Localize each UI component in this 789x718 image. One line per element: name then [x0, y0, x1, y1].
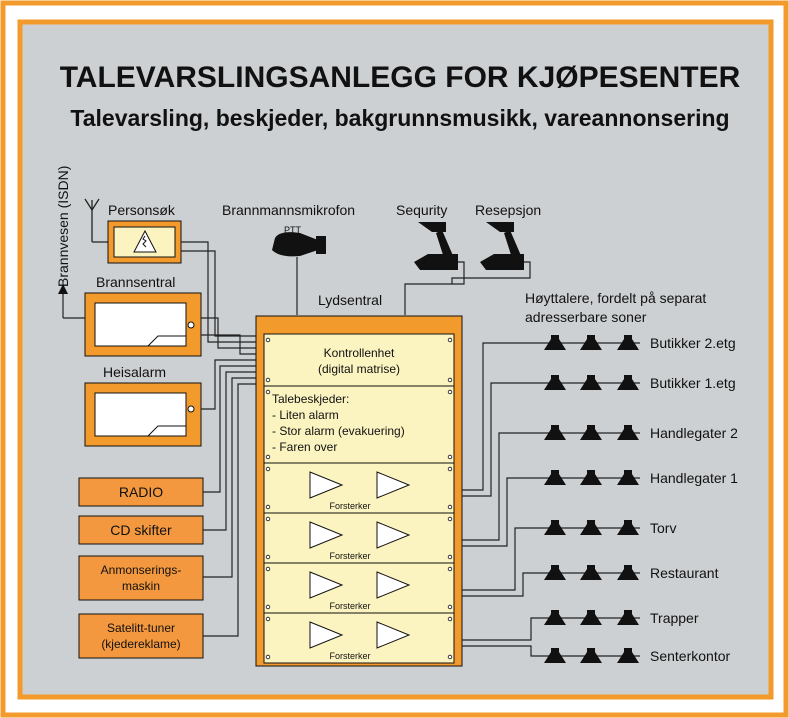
zone-label: Butikker 1.etg	[650, 375, 736, 391]
brannsentral-label: Brannsentral	[96, 274, 175, 290]
speaker-icon	[580, 565, 602, 580]
radio-box	[78, 477, 204, 507]
speaker-icon	[617, 470, 639, 485]
tale-item-1: - Liten alarm	[272, 408, 339, 422]
satelitt-box	[78, 613, 204, 659]
cd-label: CD skifter	[110, 522, 172, 538]
amplifier-module-3: Forsterker	[263, 562, 455, 614]
speaker-icon	[580, 335, 602, 350]
zone-label: Butikker 2.etg	[650, 335, 736, 351]
speakers-heading-1: Høyttalere, fordelt på separat	[525, 290, 706, 306]
resepsjon-label: Resepsjon	[475, 202, 541, 218]
desk-mic-wiring	[404, 261, 531, 315]
heisalarm-slot	[147, 425, 186, 437]
speaker-icon	[617, 375, 639, 390]
amplifier-module-2: Forsterker	[263, 512, 455, 564]
speaker-icon	[544, 648, 566, 663]
heisalarm-panel	[94, 392, 187, 437]
isdn-arrow-head	[58, 284, 68, 294]
speaker-icons	[544, 335, 639, 663]
zone-label: Handlegater 1	[650, 470, 738, 486]
mikrofon-label: Brannmannsmikrofon	[222, 202, 355, 218]
speaker-icon	[544, 335, 566, 350]
speaker-icon	[544, 425, 566, 440]
page-title: TALEVARSLINGSANLEGG FOR KJØPESENTER	[60, 61, 741, 94]
sequrity-label: Sequrity	[396, 202, 447, 218]
amplifier-triangle-icon	[376, 571, 411, 599]
speaker-icon	[580, 648, 602, 663]
speaker-icon	[580, 470, 602, 485]
speaker-icon	[617, 610, 639, 625]
speaker-icon	[544, 375, 566, 390]
speaker-icon	[580, 375, 602, 390]
amplifier-triangle-icon	[376, 621, 411, 649]
talebeskjeder-module	[263, 385, 455, 464]
amplifier-triangle-icon	[309, 571, 344, 599]
brannsentral-panel	[94, 302, 187, 347]
amplifier-triangle-icon	[309, 621, 344, 649]
satelitt-label-1: Satelitt-tuner	[107, 621, 175, 635]
amplifier-triangle-icon	[376, 471, 411, 499]
radio-label: RADIO	[119, 484, 163, 500]
lydsentral-label: Lydsentral	[318, 292, 382, 308]
speaker-icon	[617, 520, 639, 535]
heisalarm-label: Heisalarm	[103, 364, 166, 380]
heisalarm-led	[187, 405, 195, 413]
talebeskjeder-heading: Talebeskjeder:	[272, 392, 349, 406]
speaker-icon	[617, 425, 639, 440]
speaker-icon	[580, 425, 602, 440]
speaker-icon	[544, 565, 566, 580]
zone-label: Senterkontor	[650, 648, 730, 664]
speaker-icon	[617, 335, 639, 350]
antenna-icon	[84, 198, 110, 243]
kontrollenhet-label-2: (digital matrise)	[318, 362, 400, 376]
satelitt-label-2: (kjedereklame)	[101, 637, 180, 651]
zone-label: Restaurant	[650, 565, 719, 581]
amplifier-triangle-icon	[309, 471, 344, 499]
speakers-heading-2: adresserbare soner	[525, 309, 647, 325]
amplifier-triangle-icon	[309, 521, 344, 549]
annonsering-label-2: maskin	[122, 579, 160, 593]
zone-label: Handlegater 2	[650, 425, 738, 441]
microphone-icon	[272, 232, 326, 257]
speaker-icon	[580, 610, 602, 625]
brannsentral-led	[187, 321, 195, 329]
speaker-icon	[544, 610, 566, 625]
tale-item-3: - Faren over	[272, 440, 337, 454]
zone-label: Torv	[650, 520, 676, 536]
brannsentral-slot	[147, 335, 186, 347]
desk-microphone-resepsjon-icon	[480, 222, 524, 270]
speaker-icon	[617, 565, 639, 580]
amplifier-triangle-icon	[376, 521, 411, 549]
forsterker-label: Forsterker	[329, 651, 370, 661]
speaker-icon	[544, 520, 566, 535]
pager-icon	[133, 229, 157, 253]
speaker-icon	[580, 520, 602, 535]
amplifier-module-4: Forsterker	[263, 612, 455, 664]
zone-label: Trapper	[650, 610, 699, 626]
annonsering-label-1: Anmonserings-	[101, 563, 182, 577]
annonsering-box	[78, 555, 204, 601]
forsterker-label: Forsterker	[329, 551, 370, 561]
forsterker-label: Forsterker	[329, 601, 370, 611]
personsok-label: Personsøk	[108, 202, 176, 218]
desk-microphone-sequrity-icon	[414, 222, 458, 270]
kontrollenhet-module	[263, 333, 455, 387]
ptt-label: PTT	[284, 225, 302, 235]
left-wiring	[181, 241, 262, 637]
speaker-icon	[544, 470, 566, 485]
speaker-icon	[617, 648, 639, 663]
tale-item-2: - Stor alarm (evakuering)	[272, 424, 405, 438]
forsterker-label: Forsterker	[329, 501, 370, 511]
page-subtitle: Talevarsling, beskjeder, bakgrunnsmusikk…	[70, 105, 729, 131]
kontrollenhet-label-1: Kontrollenhet	[324, 346, 395, 360]
isdn-label: Brannvesen (ISDN)	[55, 166, 71, 287]
amplifier-module-1: Forsterker	[263, 462, 455, 514]
rack-screws	[265, 337, 453, 660]
